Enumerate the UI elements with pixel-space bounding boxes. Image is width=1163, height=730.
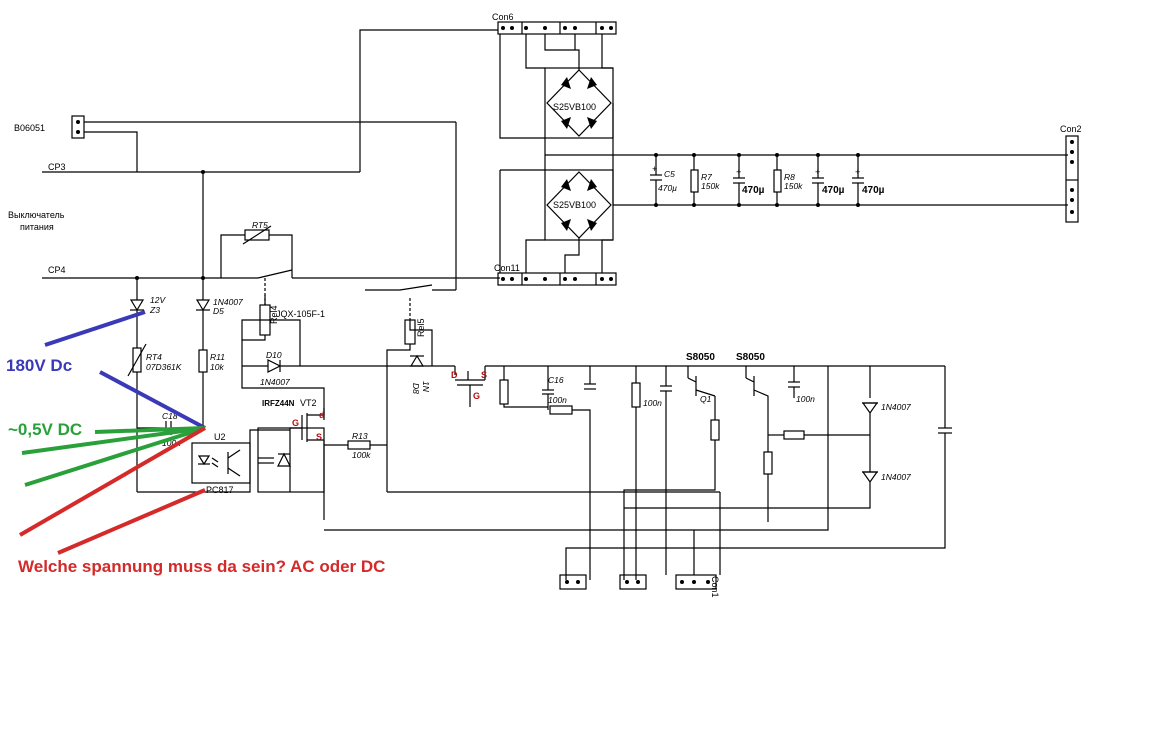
relay-contact-2 xyxy=(365,284,433,291)
con6-label: Con6 xyxy=(492,12,514,22)
rel4-label: Rel4 xyxy=(269,305,279,324)
relay-type-label: JQX-105F-1 xyxy=(276,309,325,319)
vt2-pin-s: S xyxy=(316,432,322,442)
cap-a-value: 470µ xyxy=(742,185,765,196)
cap-b-value: 470µ xyxy=(822,185,845,196)
annotation-05v: ~0,5V DC xyxy=(8,420,82,439)
d10-label: D10 xyxy=(266,350,282,360)
r8-label: R8 xyxy=(784,172,795,182)
d5-ref: D5 xyxy=(213,306,224,316)
svg-text:+: + xyxy=(855,167,860,177)
cap-100n-a: 100n xyxy=(643,398,662,408)
d5-type: 1N4007 xyxy=(213,297,243,307)
relay-contact-1 xyxy=(257,269,293,279)
diode-d10 xyxy=(242,359,455,373)
thermistor-rt5 xyxy=(220,225,293,278)
relay-coil-rel5 xyxy=(386,298,433,492)
mosfet-type: IRFZ44N xyxy=(262,399,295,408)
b06051-label: B06051 xyxy=(14,123,45,133)
d8-type: 1N xyxy=(421,381,431,393)
con2-label: Con2 xyxy=(1060,124,1082,134)
svg-text:+: + xyxy=(815,167,820,177)
r7-label: R7 xyxy=(701,172,712,182)
con1-label: Con1 xyxy=(710,576,720,598)
r11-value: 10k xyxy=(210,362,224,372)
annotation-lines xyxy=(18,310,207,555)
transistor-a-type: S8050 xyxy=(686,352,715,363)
opto-filter xyxy=(257,427,325,493)
r11-label: R11 xyxy=(210,352,225,362)
switch-label-line2: питания xyxy=(20,222,54,232)
r13-value: 100k xyxy=(352,450,371,460)
cp3-to-con6 xyxy=(359,29,498,172)
diode-a-type: 1N4007 xyxy=(881,402,911,412)
rt4-value: 07D361K xyxy=(146,362,182,372)
zener-ref: Z3 xyxy=(149,305,160,315)
connector-con2 xyxy=(1065,135,1079,223)
c18-label: C18 xyxy=(162,411,178,421)
annotation-180v: 180V Dc xyxy=(6,356,72,375)
zener-value: 12V xyxy=(150,295,166,305)
power-mosfet xyxy=(454,366,486,407)
d8-ref: D8 xyxy=(411,383,421,394)
connector-con11 xyxy=(497,272,617,286)
pc817-label: PC817 xyxy=(206,485,234,495)
resistor-r11 xyxy=(198,349,208,430)
cap-c-value: 470µ xyxy=(862,185,885,196)
c5-value: 470µ xyxy=(658,183,677,193)
pm-pin-g: G xyxy=(473,391,480,401)
bottom-connectors xyxy=(559,574,717,590)
diode-b-type: 1N4007 xyxy=(881,472,911,482)
rt4-label: RT4 xyxy=(146,352,162,362)
vt2-pin-d: d xyxy=(319,410,325,420)
diode-d5 xyxy=(195,299,211,350)
pm-pin-d: D xyxy=(451,370,458,380)
bridge-wiring xyxy=(499,34,1068,273)
r13-label: R13 xyxy=(352,431,368,441)
c5-label: C5 xyxy=(664,169,675,179)
relay-coil-rel4 xyxy=(241,278,325,420)
svg-text:+: + xyxy=(652,164,657,174)
rt5-label: RT5 xyxy=(252,220,268,230)
optocoupler-u2 xyxy=(137,429,290,493)
c16-value: 100n xyxy=(548,395,567,405)
r7-value: 150k xyxy=(701,181,720,191)
r8-value: 150k xyxy=(784,181,803,191)
connector-b06051 xyxy=(71,115,456,172)
con11-label: Con11 xyxy=(494,263,520,273)
svg-text:+: + xyxy=(736,167,741,177)
zener-z3 xyxy=(129,299,145,348)
cap-100n-b: 100n xyxy=(796,394,815,404)
u2-label: U2 xyxy=(214,432,226,442)
bridge1-label: S25VB100 xyxy=(553,102,596,112)
annotation-question: Welche spannung muss da sein? AC oder DC xyxy=(18,557,385,576)
rel5-label: Rel5 xyxy=(416,318,426,337)
switch-label-line1: Выключатель xyxy=(8,210,65,220)
cp3-label: CP3 xyxy=(48,162,66,172)
c16-label: C16 xyxy=(548,375,564,385)
cp4-label: CP4 xyxy=(48,265,66,275)
resistor-r13 xyxy=(324,440,387,450)
transistor-b-type: S8050 xyxy=(736,352,765,363)
vt2-label: VT2 xyxy=(300,398,317,408)
output-filter: + + + + xyxy=(650,153,864,207)
d10-type: 1N4007 xyxy=(260,377,290,387)
bridge2-label: S25VB100 xyxy=(553,200,596,210)
pm-pin-s: S xyxy=(481,370,487,380)
q1-label: Q1 xyxy=(700,394,712,404)
c18-value: 100n xyxy=(162,438,181,448)
connector-con6 xyxy=(497,21,617,35)
vt2-pin-g: G xyxy=(292,418,299,428)
control-board xyxy=(324,365,952,580)
